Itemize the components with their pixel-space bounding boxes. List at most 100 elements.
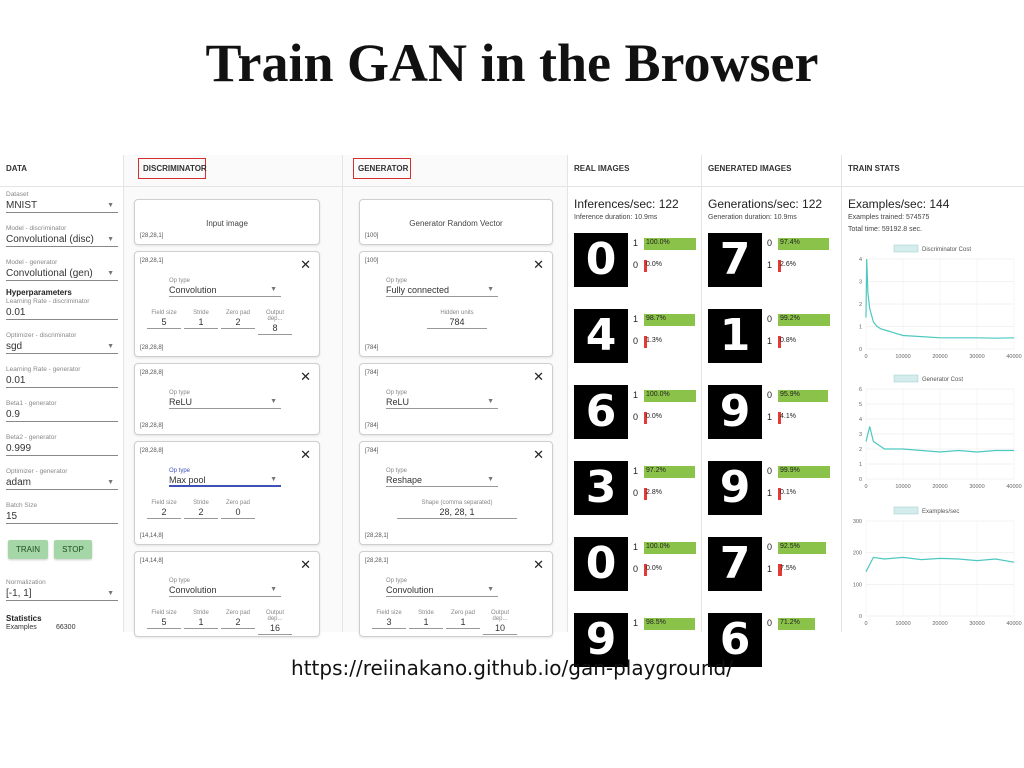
normalization-select[interactable]: [-1, 1]▼ xyxy=(6,587,118,601)
field-input[interactable]: 0.9 xyxy=(6,408,118,422)
param-value[interactable]: 8 xyxy=(258,322,292,335)
bar-fill xyxy=(644,488,647,500)
source-url[interactable]: https://reiinakano.github.io/gan-playgro… xyxy=(291,656,733,680)
real-images-header: REAL IMAGES xyxy=(574,164,630,173)
low-probability-bar: 2.6% xyxy=(778,260,830,272)
param-label: Hidden units xyxy=(440,310,474,316)
param-value[interactable]: 1 xyxy=(184,316,218,329)
field-select[interactable]: Convolutional (disc)▼ xyxy=(6,233,118,247)
train-button[interactable]: TRAIN xyxy=(8,540,48,559)
param-value[interactable]: 28, 28, 1 xyxy=(397,506,517,519)
close-icon[interactable]: ✕ xyxy=(533,447,544,462)
param-value[interactable]: 16 xyxy=(258,622,292,635)
field-select[interactable]: sgd▼ xyxy=(6,340,118,354)
param-field[interactable]: Output dep...8 xyxy=(258,310,292,335)
normalization-field[interactable]: Normalization [-1, 1]▼ xyxy=(6,579,118,601)
op-type-value-box[interactable]: ReLU▼ xyxy=(169,396,281,409)
param-field[interactable]: Output dep...10 xyxy=(483,610,517,635)
close-icon[interactable]: ✕ xyxy=(300,369,311,384)
close-icon[interactable]: ✕ xyxy=(533,257,544,272)
op-type-value-box[interactable]: Convolution▼ xyxy=(169,284,281,297)
close-icon[interactable]: ✕ xyxy=(300,557,311,572)
chevron-down-icon: ▼ xyxy=(107,479,114,486)
top-probability-text: 98.7% xyxy=(646,315,666,322)
param-value[interactable]: 3 xyxy=(372,616,406,629)
param-field[interactable]: Output dep...16 xyxy=(258,610,292,635)
bar-fill xyxy=(644,618,696,630)
param-value[interactable]: 784 xyxy=(427,316,487,329)
param-value[interactable]: 5 xyxy=(147,616,181,629)
field-input[interactable]: 0.01 xyxy=(6,374,118,388)
x-tick-label: 10000 xyxy=(895,621,910,627)
stop-button[interactable]: STOP xyxy=(54,540,92,559)
field-select[interactable]: Convolutional (gen)▼ xyxy=(6,267,118,281)
field-input[interactable]: 0.01 xyxy=(6,306,118,320)
x-tick-label: 0 xyxy=(864,484,867,490)
top-class-label: 0 xyxy=(767,390,773,400)
close-icon[interactable]: ✕ xyxy=(533,369,544,384)
field-select[interactable]: MNIST▼ xyxy=(6,199,118,213)
close-icon[interactable]: ✕ xyxy=(300,447,311,462)
param-value[interactable]: 10 xyxy=(483,622,517,635)
close-icon[interactable]: ✕ xyxy=(533,557,544,572)
field-input[interactable]: 0.999 xyxy=(6,442,118,456)
layer-output-shape: [28,28,1] xyxy=(365,533,389,539)
param-value[interactable]: 1 xyxy=(446,616,480,629)
param-value[interactable]: 2 xyxy=(147,506,181,519)
param-value[interactable]: 2 xyxy=(221,616,255,629)
op-type-value-box[interactable]: Convolution▼ xyxy=(169,584,281,597)
param-value[interactable]: 0 xyxy=(221,506,255,519)
param-value[interactable]: 5 xyxy=(147,316,181,329)
input-label: Generator Random Vector xyxy=(409,219,503,228)
param-value[interactable]: 1 xyxy=(184,616,218,629)
top-class-label: 1 xyxy=(633,466,639,476)
op-type-label: Op type xyxy=(169,390,191,396)
param-value[interactable]: 2 xyxy=(184,506,218,519)
field-input[interactable]: 15 xyxy=(6,510,118,524)
close-icon[interactable]: ✕ xyxy=(300,257,311,272)
chevron-down-icon: ▼ xyxy=(270,286,277,293)
op-type-value-box[interactable]: Max pool▼ xyxy=(169,474,281,487)
param-field[interactable]: Shape (comma separated)28, 28, 1 xyxy=(397,500,517,519)
op-type-value-box[interactable]: Fully connected▼ xyxy=(386,284,498,297)
op-type-value-box[interactable]: ReLU▼ xyxy=(386,396,498,409)
low-probability-text: 0.1% xyxy=(780,489,796,496)
field-select[interactable]: adam▼ xyxy=(6,476,118,490)
op-type-value-box[interactable]: Convolution▼ xyxy=(386,584,498,597)
param-value[interactable]: 1 xyxy=(409,616,443,629)
op-type-value-box[interactable]: Reshape▼ xyxy=(386,474,498,487)
param-value[interactable]: 2 xyxy=(221,316,255,329)
